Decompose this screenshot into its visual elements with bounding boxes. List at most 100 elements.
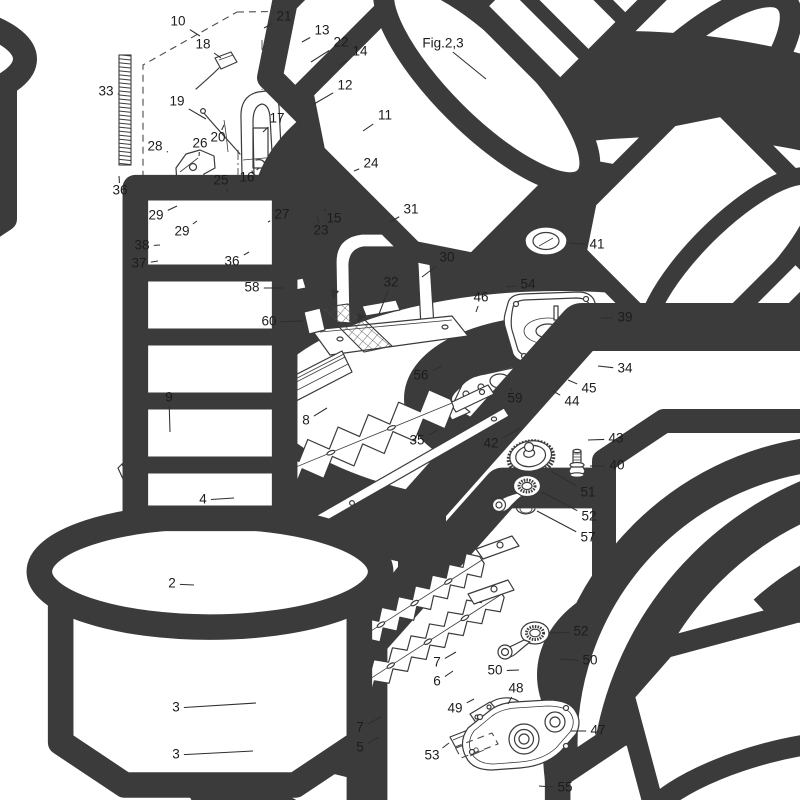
bolt-37 bbox=[0, 0, 26, 260]
part-label-33: 33 bbox=[98, 84, 113, 99]
leader-line-50 bbox=[506, 669, 520, 672]
part-label-22: 22 bbox=[333, 35, 348, 50]
leader-line-25 bbox=[225, 188, 229, 193]
part-label-27: 27 bbox=[274, 207, 289, 222]
leader-line-7 bbox=[367, 716, 382, 725]
part-label-16: 16 bbox=[239, 170, 254, 185]
part-label-39: 39 bbox=[617, 310, 632, 325]
part-label-9: 9 bbox=[165, 390, 173, 405]
part-label-14: 14 bbox=[352, 44, 368, 59]
leader-line-6 bbox=[444, 670, 454, 678]
part-label-32: 32 bbox=[383, 275, 398, 290]
part-label-52: 52 bbox=[581, 509, 596, 524]
part-label-35: 35 bbox=[409, 433, 424, 448]
leader-line-13 bbox=[301, 37, 311, 43]
leader-line-3 bbox=[183, 750, 254, 756]
leader-line-9 bbox=[168, 405, 171, 433]
part-label-29: 29 bbox=[174, 224, 189, 239]
leader-line-7 bbox=[444, 651, 457, 659]
label-plate-60 bbox=[303, 307, 326, 335]
leader-line-29 bbox=[192, 220, 198, 225]
leader-line-32 bbox=[378, 290, 389, 315]
blade-3-tangs bbox=[467, 535, 520, 605]
leader-line-52 bbox=[549, 631, 570, 634]
part-label-60: 60 bbox=[261, 314, 276, 329]
leader-line-22 bbox=[310, 50, 330, 63]
part-label-59: 59 bbox=[507, 391, 522, 406]
leader-line-24 bbox=[353, 168, 360, 172]
leader-line-46 bbox=[475, 305, 479, 313]
leader-line-60 bbox=[280, 320, 304, 323]
leader-line-41 bbox=[568, 242, 586, 245]
part-label-18: 18 bbox=[195, 37, 210, 52]
part-label-51: 51 bbox=[580, 485, 595, 500]
part-label-17: 17 bbox=[269, 111, 284, 126]
part-label-52: 52 bbox=[573, 624, 588, 639]
part-label-7: 7 bbox=[433, 655, 441, 670]
handle-cushion-mount bbox=[318, 303, 394, 353]
part-label-40: 40 bbox=[609, 458, 624, 473]
leader-line-51 bbox=[550, 470, 577, 487]
leader-line-19 bbox=[188, 108, 207, 120]
part-label-49: 49 bbox=[447, 701, 462, 716]
throttle-cable-19 bbox=[200, 107, 241, 155]
leader-line-36 bbox=[243, 251, 250, 256]
leader-line-10 bbox=[189, 29, 201, 37]
part-label-Fig.2,3: Fig.2,3 bbox=[422, 36, 463, 51]
leader-line-5 bbox=[367, 736, 380, 744]
leader-line-57 bbox=[536, 510, 577, 533]
blade-4-tang bbox=[449, 384, 495, 413]
leader-line-30 bbox=[421, 265, 437, 278]
part-label-8: 8 bbox=[302, 413, 310, 428]
leader-line-16 bbox=[256, 167, 260, 171]
eccentric-crank-52-upper bbox=[491, 474, 542, 513]
leader-line-3 bbox=[183, 702, 257, 709]
part-label-48: 48 bbox=[508, 681, 523, 696]
part-label-19: 19 bbox=[169, 94, 184, 109]
part-label-50: 50 bbox=[582, 653, 597, 668]
part-label-20: 20 bbox=[210, 130, 225, 145]
leader-line-37 bbox=[150, 260, 159, 263]
part-label-55: 55 bbox=[557, 780, 572, 795]
part-label-34: 34 bbox=[617, 361, 633, 376]
part-label-10: 10 bbox=[170, 14, 185, 29]
part-label-41: 41 bbox=[589, 237, 604, 252]
part-label-3: 3 bbox=[172, 700, 180, 715]
part-label-38: 38 bbox=[134, 238, 149, 253]
part-label-21: 21 bbox=[276, 9, 291, 24]
bottom-cover-47 bbox=[454, 699, 580, 771]
part-label-53: 53 bbox=[424, 748, 439, 763]
leader-line-14 bbox=[339, 59, 349, 66]
part-label-36: 36 bbox=[112, 183, 127, 198]
leader-line-53 bbox=[442, 742, 450, 749]
stop-switch-18 bbox=[195, 51, 238, 90]
leader-line-27 bbox=[267, 220, 271, 223]
part-label-24: 24 bbox=[363, 156, 379, 171]
part-label-50: 50 bbox=[487, 663, 502, 678]
part-label-29: 29 bbox=[148, 208, 163, 223]
leader-line-4 bbox=[210, 497, 235, 501]
part-label-45: 45 bbox=[581, 381, 596, 396]
leader-line-8 bbox=[313, 407, 328, 417]
part-label-15: 15 bbox=[326, 211, 341, 226]
leader-line-34 bbox=[597, 365, 614, 369]
part-label-13: 13 bbox=[314, 23, 329, 38]
part-label-42: 42 bbox=[483, 436, 498, 451]
leader-line-15 bbox=[323, 208, 327, 212]
part-label-37: 37 bbox=[131, 256, 146, 271]
part-label-31: 31 bbox=[403, 202, 418, 217]
part-label-26: 26 bbox=[192, 136, 207, 151]
leader-line-44 bbox=[552, 390, 561, 396]
part-label-5: 5 bbox=[356, 740, 364, 755]
part-label-56: 56 bbox=[413, 368, 428, 383]
eccentric-crank-52-lower bbox=[497, 621, 550, 660]
leader-line-54 bbox=[505, 285, 517, 288]
leader-line-17 bbox=[262, 126, 269, 133]
leader-line-45 bbox=[567, 379, 578, 385]
part-label-47: 47 bbox=[590, 723, 605, 738]
part-label-58: 58 bbox=[244, 280, 259, 295]
leader-line-56 bbox=[432, 365, 443, 371]
leader-line-35 bbox=[428, 429, 439, 436]
part-label-11: 11 bbox=[378, 108, 392, 123]
